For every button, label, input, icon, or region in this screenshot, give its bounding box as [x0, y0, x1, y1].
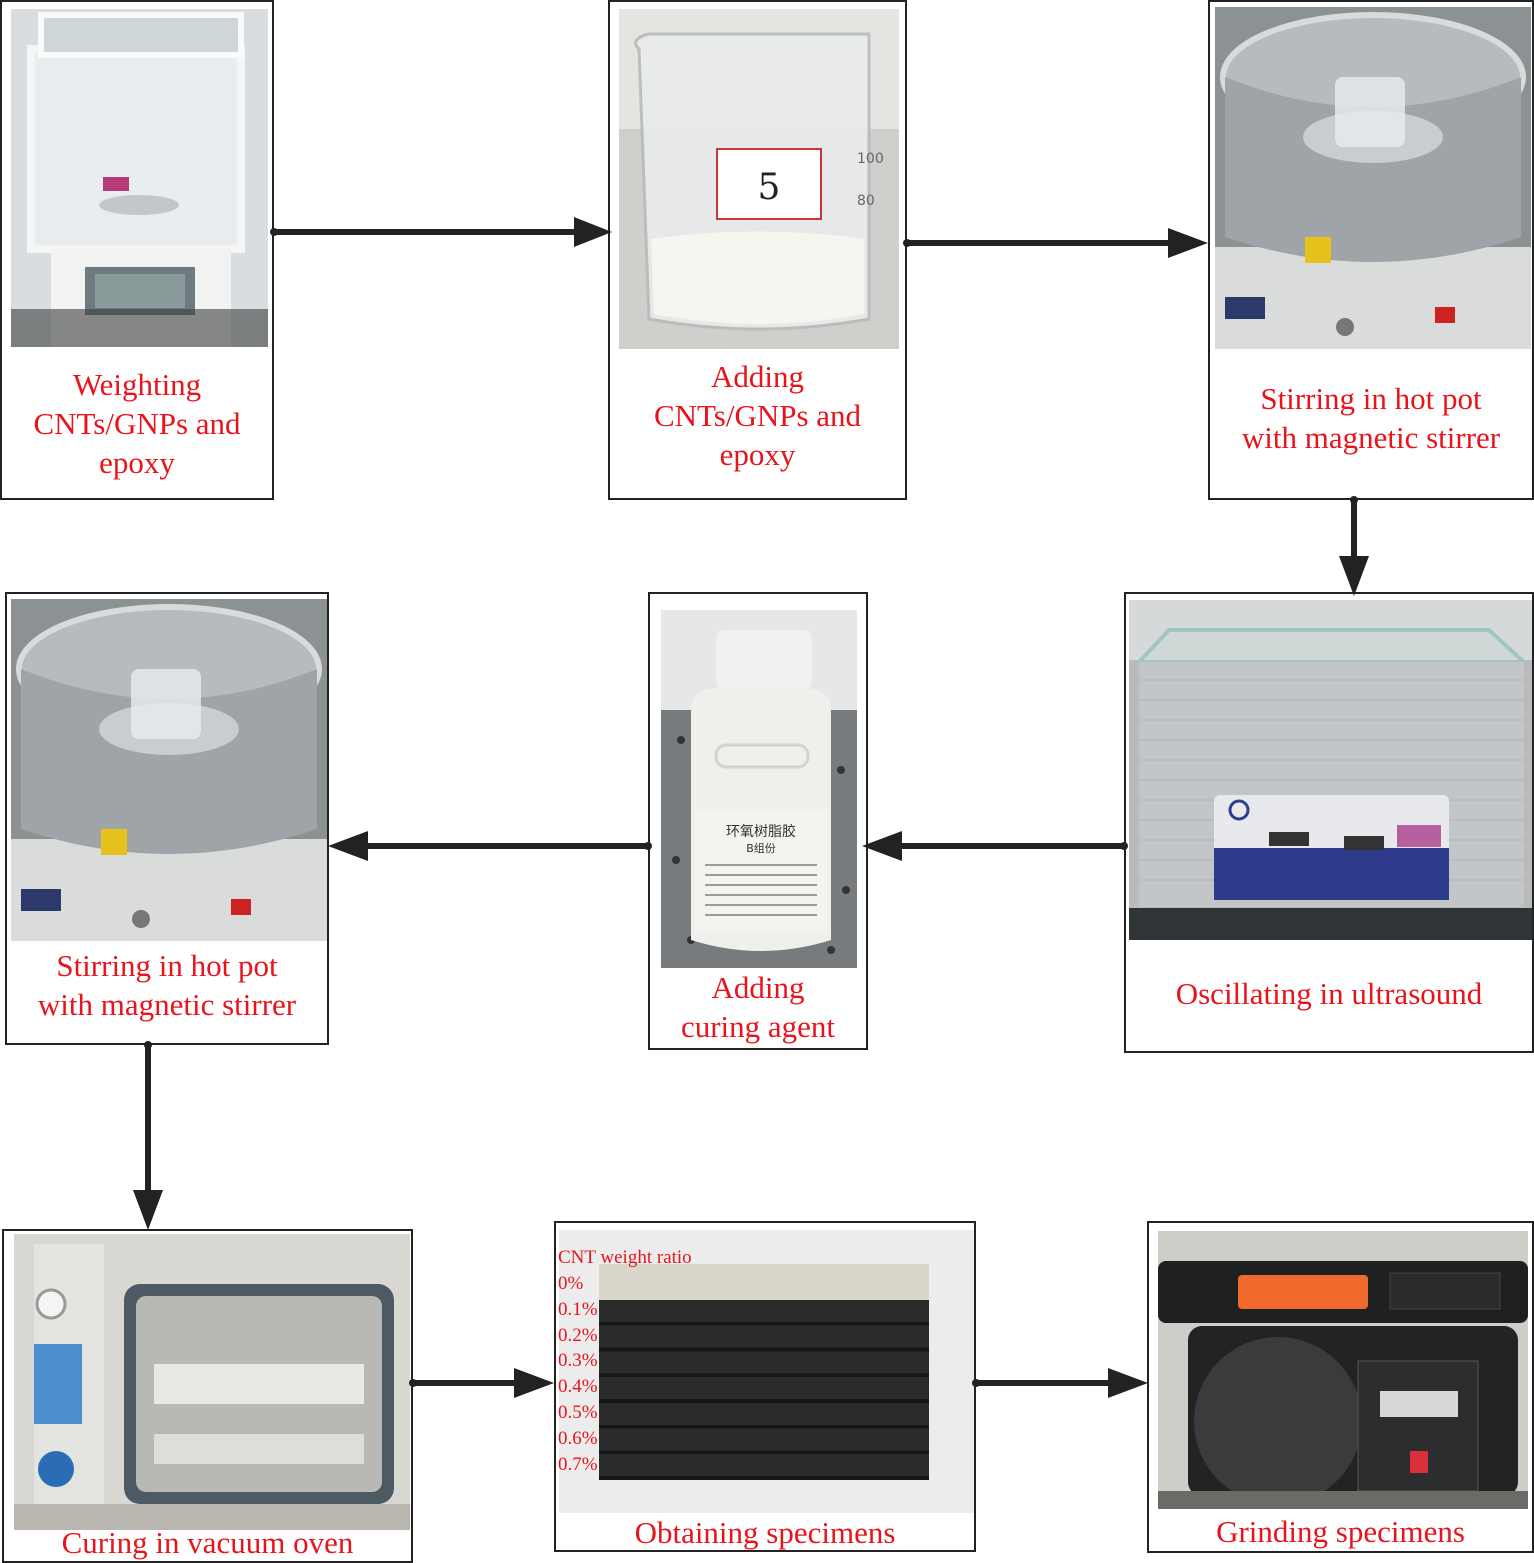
specimen-title: CNT weight ratio	[558, 1247, 692, 1268]
arrow-step6-to-step7	[133, 1041, 163, 1230]
beaker-label: 5	[758, 167, 781, 208]
specimen-ratio-label: 0%	[558, 1273, 584, 1294]
caption-stirring-hot-pot-2: Stirring in hot pot with magnetic stirre…	[37, 948, 297, 1022]
step-curing-vacuum-oven: Curing in vacuum oven	[2, 1229, 413, 1563]
specimen-ratio-label: 0.6%	[558, 1427, 598, 1449]
beaker-scale-100: 100	[857, 151, 884, 167]
beaker-scale-80: 80	[857, 193, 875, 209]
photo-analytical-balance	[11, 9, 268, 347]
arrow-step8-to-step9	[972, 1368, 1148, 1398]
specimen-ratio-label: 0.2%	[558, 1324, 598, 1346]
caption-obtaining-specimens: Obtaining specimens	[634, 1515, 896, 1550]
specimen-ratio-label: 0.5%	[558, 1402, 598, 1423]
caption-oscillating-ultrasound: Oscillating in ultrasound	[1175, 976, 1483, 1011]
caption-grinding-specimens: Grinding specimens	[1216, 1514, 1465, 1549]
arrow-step5-to-step6	[328, 831, 652, 861]
photo-hot-pot-magnetic-stirrer	[1215, 7, 1531, 349]
caption-curing-vacuum-oven: Curing in vacuum oven	[61, 1525, 354, 1560]
step-stirring-hot-pot-1: Stirring in hot pot with magnetic stirre…	[1208, 0, 1534, 500]
caption-adding-cnts-epoxy: Adding CNTs/GNPs and epoxy	[653, 359, 862, 472]
photo-beaker-with-mixture: 5 100 80	[619, 9, 899, 349]
step-grinding-specimens: Grinding specimens	[1147, 1221, 1534, 1553]
specimen-bar-clear	[599, 1264, 929, 1300]
photo-ultrasonic-cleaner	[1129, 600, 1532, 940]
caption-adding-curing-agent: Adding curing agent	[680, 970, 836, 1044]
step-stirring-hot-pot-2: Stirring in hot pot with magnetic stirre…	[5, 592, 329, 1045]
step-weighting: Weighting CNTs/GNPs and epoxy	[0, 0, 274, 500]
bottle-label-subtitle: B组份	[746, 841, 776, 855]
arrow-step2-to-step3	[903, 228, 1208, 258]
step-oscillating-ultrasound: Oscillating in ultrasound	[1124, 592, 1534, 1053]
caption-stirring-hot-pot-1: Stirring in hot pot with magnetic stirre…	[1241, 381, 1501, 455]
specimen-ratio-label: 0.7%	[558, 1453, 598, 1475]
arrow-step3-to-step4	[1339, 496, 1369, 596]
photo-hot-pot-magnetic-stirrer-2	[11, 599, 327, 941]
specimen-ratio-label: 0.4%	[558, 1376, 598, 1398]
step-adding-curing-agent: 环氧树脂胶 B组份 Adding curing agent	[648, 592, 868, 1050]
photo-curing-agent-bottle: 环氧树脂胶 B组份	[661, 610, 857, 968]
photo-vacuum-oven	[14, 1234, 410, 1530]
arrow-step7-to-step8	[409, 1368, 554, 1398]
step-obtaining-specimens: CNT weight ratio 0% 0.1% 0.2% 0.3% 0.4% 0.5% 0…	[554, 1221, 976, 1552]
photo-belt-disc-grinder	[1158, 1231, 1528, 1509]
specimen-bars-dark	[599, 1300, 929, 1480]
bottle-label-title: 环氧树脂胶	[726, 823, 796, 840]
step-adding-cnts-epoxy: 5 100 80 Adding CNTs/GNPs and epoxy	[608, 0, 907, 500]
specimen-ratio-label: 0.1%	[558, 1298, 598, 1320]
specimen-ratio-label: 0.3%	[558, 1350, 598, 1372]
arrow-step4-to-step5	[862, 831, 1128, 861]
arrow-step1-to-step2	[270, 217, 612, 247]
caption-weighting: Weighting CNTs/GNPs and epoxy	[33, 367, 241, 480]
photo-specimen-bars	[559, 1230, 974, 1513]
